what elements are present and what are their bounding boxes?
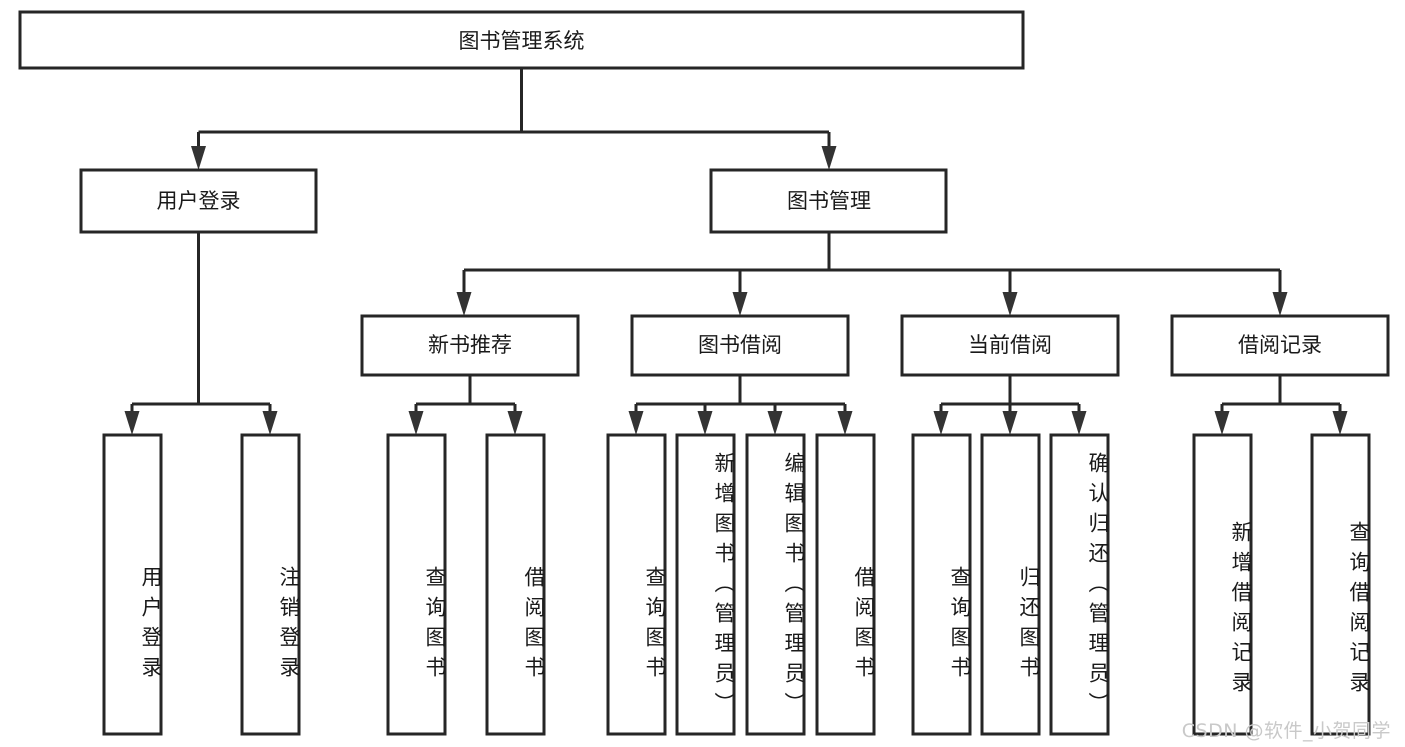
node-leaf-query-record[interactable] [1310, 433, 1371, 736]
arrow-leaf-confirm-return [1071, 411, 1087, 435]
arrow-leaf-query-book-1 [408, 411, 424, 435]
arrow-leaf-logout [262, 411, 278, 435]
node-leaf-borrow-book-2-box[interactable] [815, 433, 876, 736]
node-leaf-add-book-box[interactable] [675, 433, 736, 736]
node-borrow-record-label: 借阅记录 [1238, 333, 1322, 357]
node-book-borrow[interactable]: 图书借阅 [630, 314, 850, 377]
node-leaf-edit-book[interactable] [745, 433, 806, 736]
node-book-manage-box[interactable] [709, 168, 948, 234]
arrow-leaf-borrow-book-1 [507, 411, 523, 435]
arrow-bookborrow [732, 292, 748, 316]
node-leaf-query-book-1-box[interactable] [386, 433, 447, 736]
node-current-borrow-label: 当前借阅 [968, 333, 1052, 357]
node-leaf-borrow-book-1[interactable] [485, 433, 546, 736]
node-leaf-user-login[interactable] [102, 433, 163, 736]
node-leaf-query-book-2-box[interactable] [606, 433, 667, 736]
node-current-borrow-box[interactable] [900, 314, 1120, 377]
node-leaf-add-record[interactable] [1192, 433, 1253, 736]
node-leaf-query-book-1[interactable] [386, 433, 447, 736]
connector-layer [124, 68, 1348, 435]
node-current-borrow[interactable]: 当前借阅 [900, 314, 1120, 377]
node-leaf-query-record-box[interactable] [1310, 433, 1371, 736]
arrow-leaf-query-book-3 [933, 411, 949, 435]
node-leaf-confirm-return[interactable] [1049, 433, 1110, 736]
node-book-manage-label: 图书管理 [787, 189, 871, 213]
node-new-book-recommend[interactable]: 新书推荐 [360, 314, 580, 377]
arrow-leaf-query-book-2 [628, 411, 644, 435]
node-leaf-logout-box[interactable] [240, 433, 301, 736]
arrow-leaf-user-login [124, 411, 140, 435]
arrow-leaf-edit-book [767, 411, 783, 435]
node-root-box[interactable] [18, 10, 1025, 70]
node-leaf-edit-book-box[interactable] [745, 433, 806, 736]
node-book-borrow-label: 图书借阅 [698, 333, 782, 357]
node-new-book-recommend-label: 新书推荐 [428, 333, 512, 357]
arrow-book-manage [821, 146, 837, 170]
node-borrow-record[interactable]: 借阅记录 [1170, 314, 1390, 377]
node-user-login-label: 用户登录 [157, 189, 241, 213]
arrow-leaf-borrow-book-2 [837, 411, 853, 435]
node-user-login-box[interactable] [79, 168, 318, 234]
node-user-login[interactable]: 用户登录 [79, 168, 318, 234]
node-leaf-logout[interactable] [240, 433, 301, 736]
arrow-currentborrow [1002, 292, 1018, 316]
node-borrow-record-box[interactable] [1170, 314, 1390, 377]
node-leaf-confirm-return-box[interactable] [1049, 433, 1110, 736]
node-book-borrow-box[interactable] [630, 314, 850, 377]
node-leaf-add-book[interactable] [675, 433, 736, 736]
node-leaf-query-book-3-box[interactable] [911, 433, 972, 736]
node-leaf-return-book-box[interactable] [980, 433, 1041, 736]
arrow-leaf-query-record [1332, 411, 1348, 435]
arrow-borrowrecord [1272, 292, 1288, 316]
arrow-newbook [456, 292, 472, 316]
node-root-label: 图书管理系统 [459, 29, 585, 53]
node-leaf-query-book-3[interactable] [911, 433, 972, 736]
arrow-leaf-add-record [1214, 411, 1230, 435]
node-leaf-query-book-2[interactable] [606, 433, 667, 736]
node-leaf-borrow-book-1-box[interactable] [485, 433, 546, 736]
node-book-manage[interactable]: 图书管理 [709, 168, 948, 234]
node-new-book-recommend-box[interactable] [360, 314, 580, 377]
node-root[interactable]: 图书管理系统 [18, 10, 1025, 70]
node-leaf-borrow-book-2[interactable] [815, 433, 876, 736]
arrow-user-login [191, 146, 206, 170]
node-leaf-return-book[interactable] [980, 433, 1041, 736]
node-leaf-user-login-box[interactable] [102, 433, 163, 736]
node-leaf-add-record-box[interactable] [1192, 433, 1253, 736]
arrow-leaf-add-book [697, 411, 713, 435]
arrow-leaf-return-book [1002, 411, 1018, 435]
